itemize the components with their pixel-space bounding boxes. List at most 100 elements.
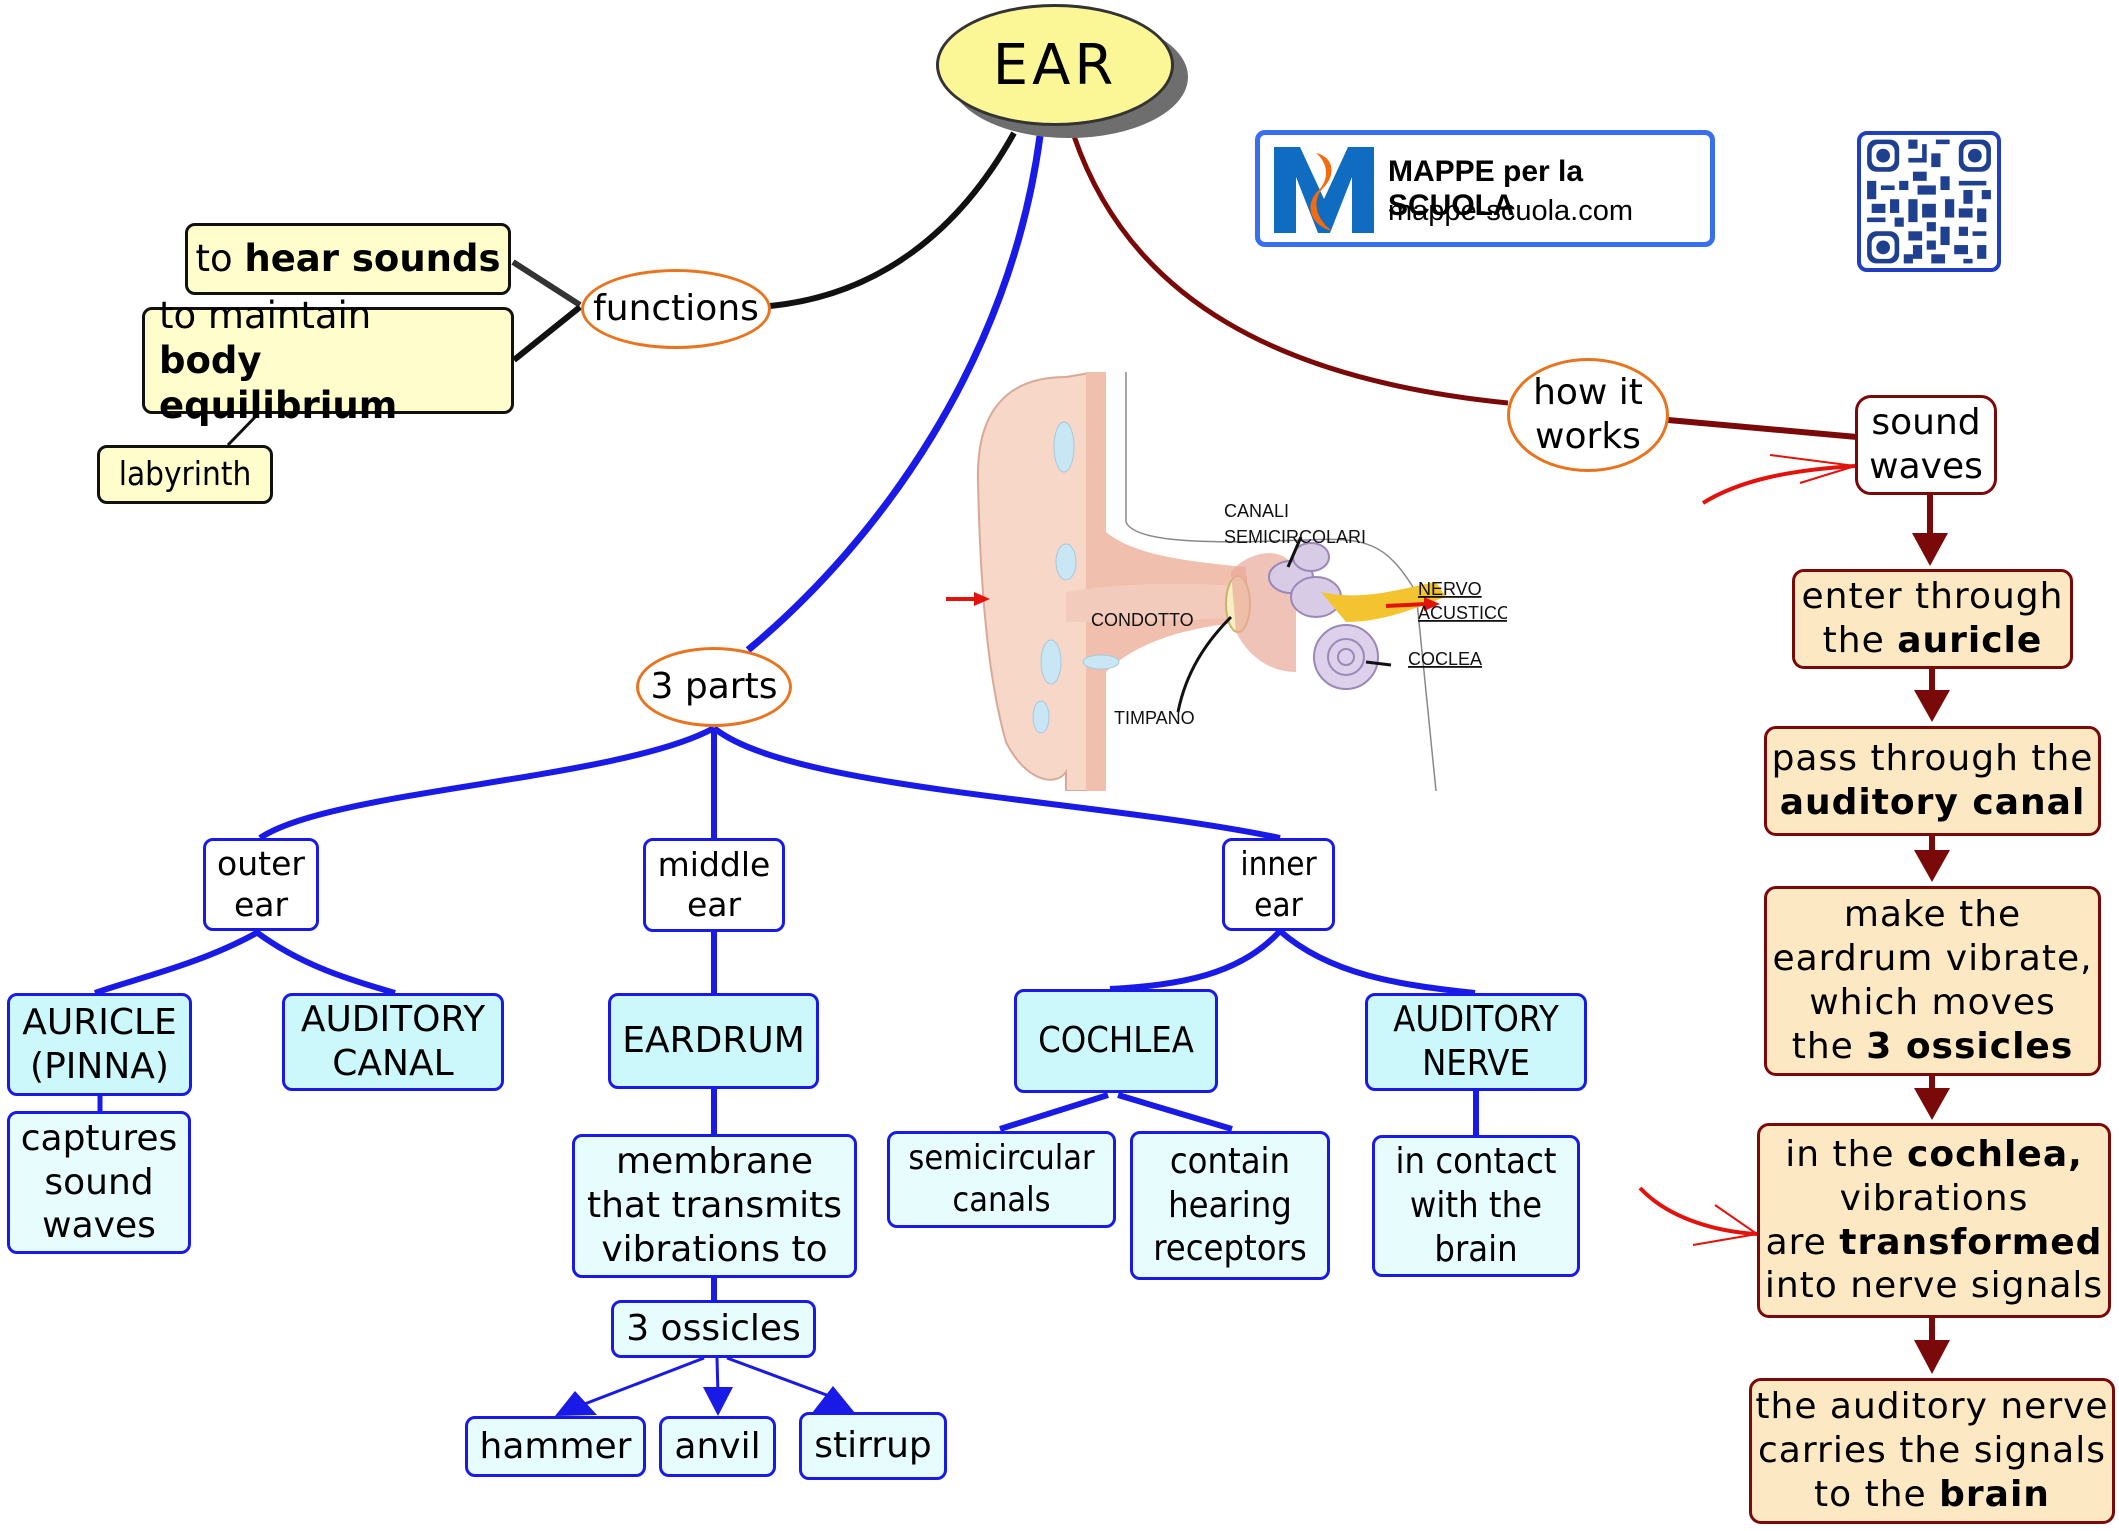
semicircular-text: semicircular canals: [908, 1138, 1094, 1221]
flow-step-line: make the: [1772, 893, 2092, 937]
root-label: EAR: [936, 4, 1174, 126]
qr-code-icon[interactable]: [1857, 131, 2001, 272]
mappe-logo-badge[interactable]: MAPPE per la SCUOLA mappe-scuola.com: [1255, 130, 1715, 247]
red-pointer-sound-waves: [1701, 454, 1856, 505]
flow-arrow-2: [1914, 669, 1950, 722]
flow-step-run: into nerve signals: [1764, 1265, 2104, 1307]
inner-ear-text: inner ear: [1240, 844, 1316, 925]
flow-step-bold-run: brain: [1939, 1473, 2050, 1515]
cochlea-label: COCHLEA: [1038, 1020, 1194, 1062]
root-node[interactable]: EAR: [936, 4, 1188, 138]
captures-line3: waves: [42, 1205, 156, 1247]
logo-url[interactable]: mappe-scuola.com: [1388, 195, 1633, 227]
pointer-coclea: [1365, 660, 1392, 667]
qr-pattern: [1867, 139, 1991, 264]
flow-step-run: the: [1822, 620, 1898, 661]
auditory-canal-node[interactable]: AUDITORY CANAL: [282, 993, 504, 1091]
auditory-nerve-line2: NERVE: [1422, 1043, 1530, 1084]
three-parts-node[interactable]: 3 parts: [636, 647, 792, 727]
receptors-line3: receptors: [1153, 1228, 1307, 1270]
sound-waves-text: sound waves: [1869, 401, 1983, 489]
hammer-node[interactable]: hammer: [465, 1416, 646, 1477]
hearing-receptors-node[interactable]: contain hearing receptors: [1130, 1131, 1330, 1280]
flow-step-run: to the: [1814, 1473, 1940, 1515]
functions-label: functions: [593, 288, 759, 330]
edge-root-functions: [769, 131, 1017, 309]
edge-root-how: [1071, 135, 1509, 406]
contact-line3: brain: [1434, 1228, 1518, 1270]
red-pointer-cochlea: [1638, 1186, 1760, 1246]
how-it-works-node[interactable]: how it works: [1507, 358, 1669, 472]
inner-ear-line2: ear: [1254, 884, 1303, 924]
contact-brain-node[interactable]: in contact with the brain: [1372, 1135, 1580, 1277]
captures-sound-text: captures sound waves: [21, 1117, 178, 1249]
function-equilibrium-prefix: to maintain: [159, 293, 372, 337]
anvil-label: anvil: [674, 1425, 761, 1467]
flow-arrow-4: [1914, 1076, 1950, 1120]
labyrinth-node[interactable]: labyrinth: [97, 445, 273, 504]
ossicles-label: 3 ossicles: [626, 1308, 801, 1350]
membrane-line1: membrane: [616, 1141, 813, 1183]
receptors-line1: contain: [1169, 1140, 1291, 1182]
label-coclea: COCLEA: [1408, 649, 1482, 669]
flow-step-line: into nerve signals: [1765, 1264, 2103, 1308]
eardrum-node[interactable]: EARDRUM: [608, 993, 819, 1089]
membrane-node[interactable]: membrane that transmits vibrations to: [572, 1134, 857, 1278]
inner-ear-node[interactable]: inner ear: [1222, 838, 1335, 931]
captures-sound-node[interactable]: captures sound waves: [7, 1111, 191, 1254]
anvil-node[interactable]: anvil: [659, 1416, 776, 1477]
flow-step-run: pass through the: [1771, 738, 2094, 780]
flow-step-bold-run: transformed: [1839, 1221, 2103, 1263]
flow-step-run: in the: [1785, 1133, 1908, 1175]
auricle-line1: AURICLE: [22, 1001, 177, 1043]
function-hear-sounds[interactable]: to hear sounds: [185, 223, 511, 295]
stirrup-node[interactable]: stirrup: [799, 1412, 947, 1480]
ear-anatomy-illustration: CANALI SEMICIRCOLARI CONDOTTO NERVO ACUS…: [946, 372, 1507, 791]
auditory-canal-line2: CANAL: [332, 1043, 454, 1084]
sound-waves-node[interactable]: sound waves: [1855, 395, 1997, 495]
flow-step-run: eardrum vibrate,: [1772, 938, 2093, 980]
functions-node[interactable]: functions: [581, 269, 771, 349]
pointer-canali: [1286, 536, 1303, 568]
cochlea-node[interactable]: COCHLEA: [1014, 989, 1218, 1093]
how-label-line2: works: [1535, 416, 1641, 457]
middle-ear-line2: ear: [686, 885, 742, 924]
ossicles-node[interactable]: 3 ossicles: [611, 1300, 816, 1358]
label-condotto: CONDOTTO: [1091, 610, 1194, 630]
contact-line1: in contact: [1395, 1141, 1557, 1183]
label-semicircolari: SEMICIRCOLARI: [1224, 527, 1366, 547]
flow-arrow-1: [1912, 495, 1948, 566]
label-canali: CANALI: [1224, 501, 1289, 521]
flow-step-run: which moves: [1809, 982, 2056, 1023]
edge-inner-cochlea: [1109, 928, 1283, 992]
membrane-line2: that transmits: [586, 1185, 843, 1227]
how-label-line1: how it: [1533, 372, 1643, 414]
middle-ear-text: middle ear: [658, 845, 771, 926]
receptors-line2: hearing: [1168, 1184, 1292, 1226]
flow-step-bold-run: auditory canal: [1779, 782, 2086, 823]
flow-step-run: carries the signals: [1758, 1430, 2106, 1472]
auditory-nerve-node[interactable]: AUDITORY NERVE: [1365, 993, 1587, 1091]
edge-functions-hear: [511, 259, 582, 308]
three-parts-label: 3 parts: [650, 666, 778, 708]
function-body-equilibrium[interactable]: to maintain body equilibrium: [142, 294, 514, 427]
semicircular-canals-node[interactable]: semicircular canals: [887, 1131, 1116, 1228]
middle-ear-node[interactable]: middle ear: [643, 838, 785, 932]
edge-ossicles-anvil: [703, 1357, 733, 1416]
auricle-node[interactable]: AURICLE (PINNA): [7, 993, 192, 1096]
outer-ear-node[interactable]: outer ear: [203, 838, 319, 931]
flow-step-bold-run: cochlea,: [1907, 1133, 2083, 1175]
label-nervo: NERVO: [1418, 579, 1482, 599]
semicircular-line1: semicircular: [908, 1138, 1095, 1179]
contact-line2: with the: [1409, 1185, 1543, 1227]
membrane-text: membrane that transmits vibrations to: [587, 1140, 842, 1272]
skin-band: [1086, 372, 1246, 791]
label-acustico: ACUSTICO: [1418, 603, 1507, 623]
